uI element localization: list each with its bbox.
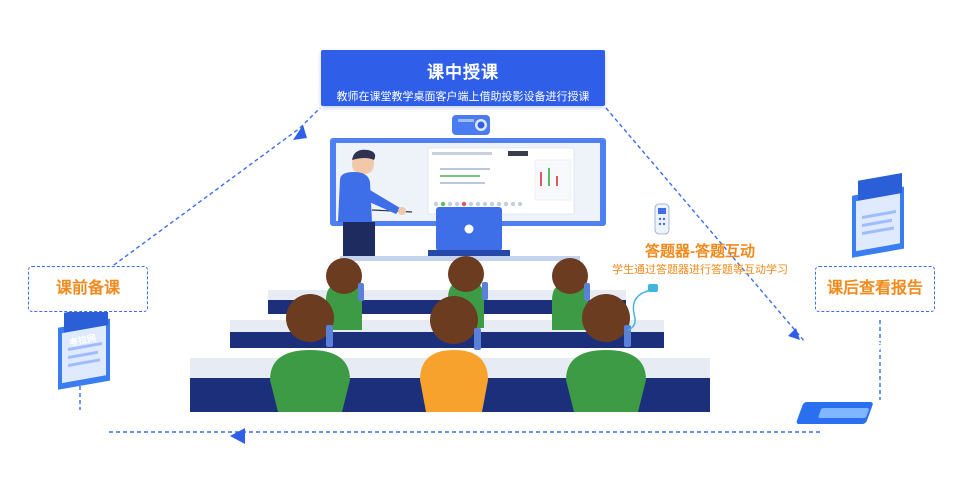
clicker-device-icon: [654, 203, 670, 235]
arrowhead-down-right: [788, 328, 800, 340]
student-front-right: [566, 294, 646, 412]
arrow-left-to-top-tail: [299, 107, 321, 129]
arrow-left-to-top: [79, 127, 301, 291]
student-back-left: [326, 258, 364, 330]
right-computer-icon: [796, 172, 904, 424]
student-back-right: [552, 258, 590, 330]
laptop-icon: [428, 207, 510, 256]
left-computer-icon: [58, 304, 110, 390]
stage-in-class-subtitle: 教师在课堂教学桌面客户端上借助投影设备进行授课: [336, 91, 590, 103]
teacher-figure: [338, 149, 413, 260]
stage-after-class-title: 课后查看报告: [826, 280, 923, 297]
student-front-middle: [420, 296, 488, 412]
clicker-title: 答题器-答题互动: [645, 243, 755, 260]
projector-icon: [452, 115, 490, 135]
stage-in-class-box: 课中授课 教师在课堂教学桌面客户端上借助投影设备进行授课: [321, 50, 605, 106]
stage-after-class-box: 课后查看报告: [815, 266, 935, 312]
arrowhead-left: [230, 428, 245, 444]
arrow-top-to-right: [605, 107, 806, 343]
stage-in-class-title: 课中授课: [427, 63, 499, 82]
stage-before-class-box: 课前备课: [28, 266, 148, 312]
right-monitor-badge: 考拉网: [864, 338, 893, 354]
projection-screen: [330, 138, 606, 226]
usb-receiver-icon: [627, 284, 658, 331]
stage-before-class-title: 课前备课: [55, 280, 120, 297]
cycle-arrows: [79, 107, 881, 433]
clicker-label: 答题器-答题互动 学生通过答题器进行答题等互动学习: [600, 240, 800, 277]
student-front-left: [270, 294, 350, 412]
arrowhead-up: [293, 125, 307, 140]
clicker-subtitle: 学生通过答题器进行答题等互动学习: [612, 264, 788, 276]
